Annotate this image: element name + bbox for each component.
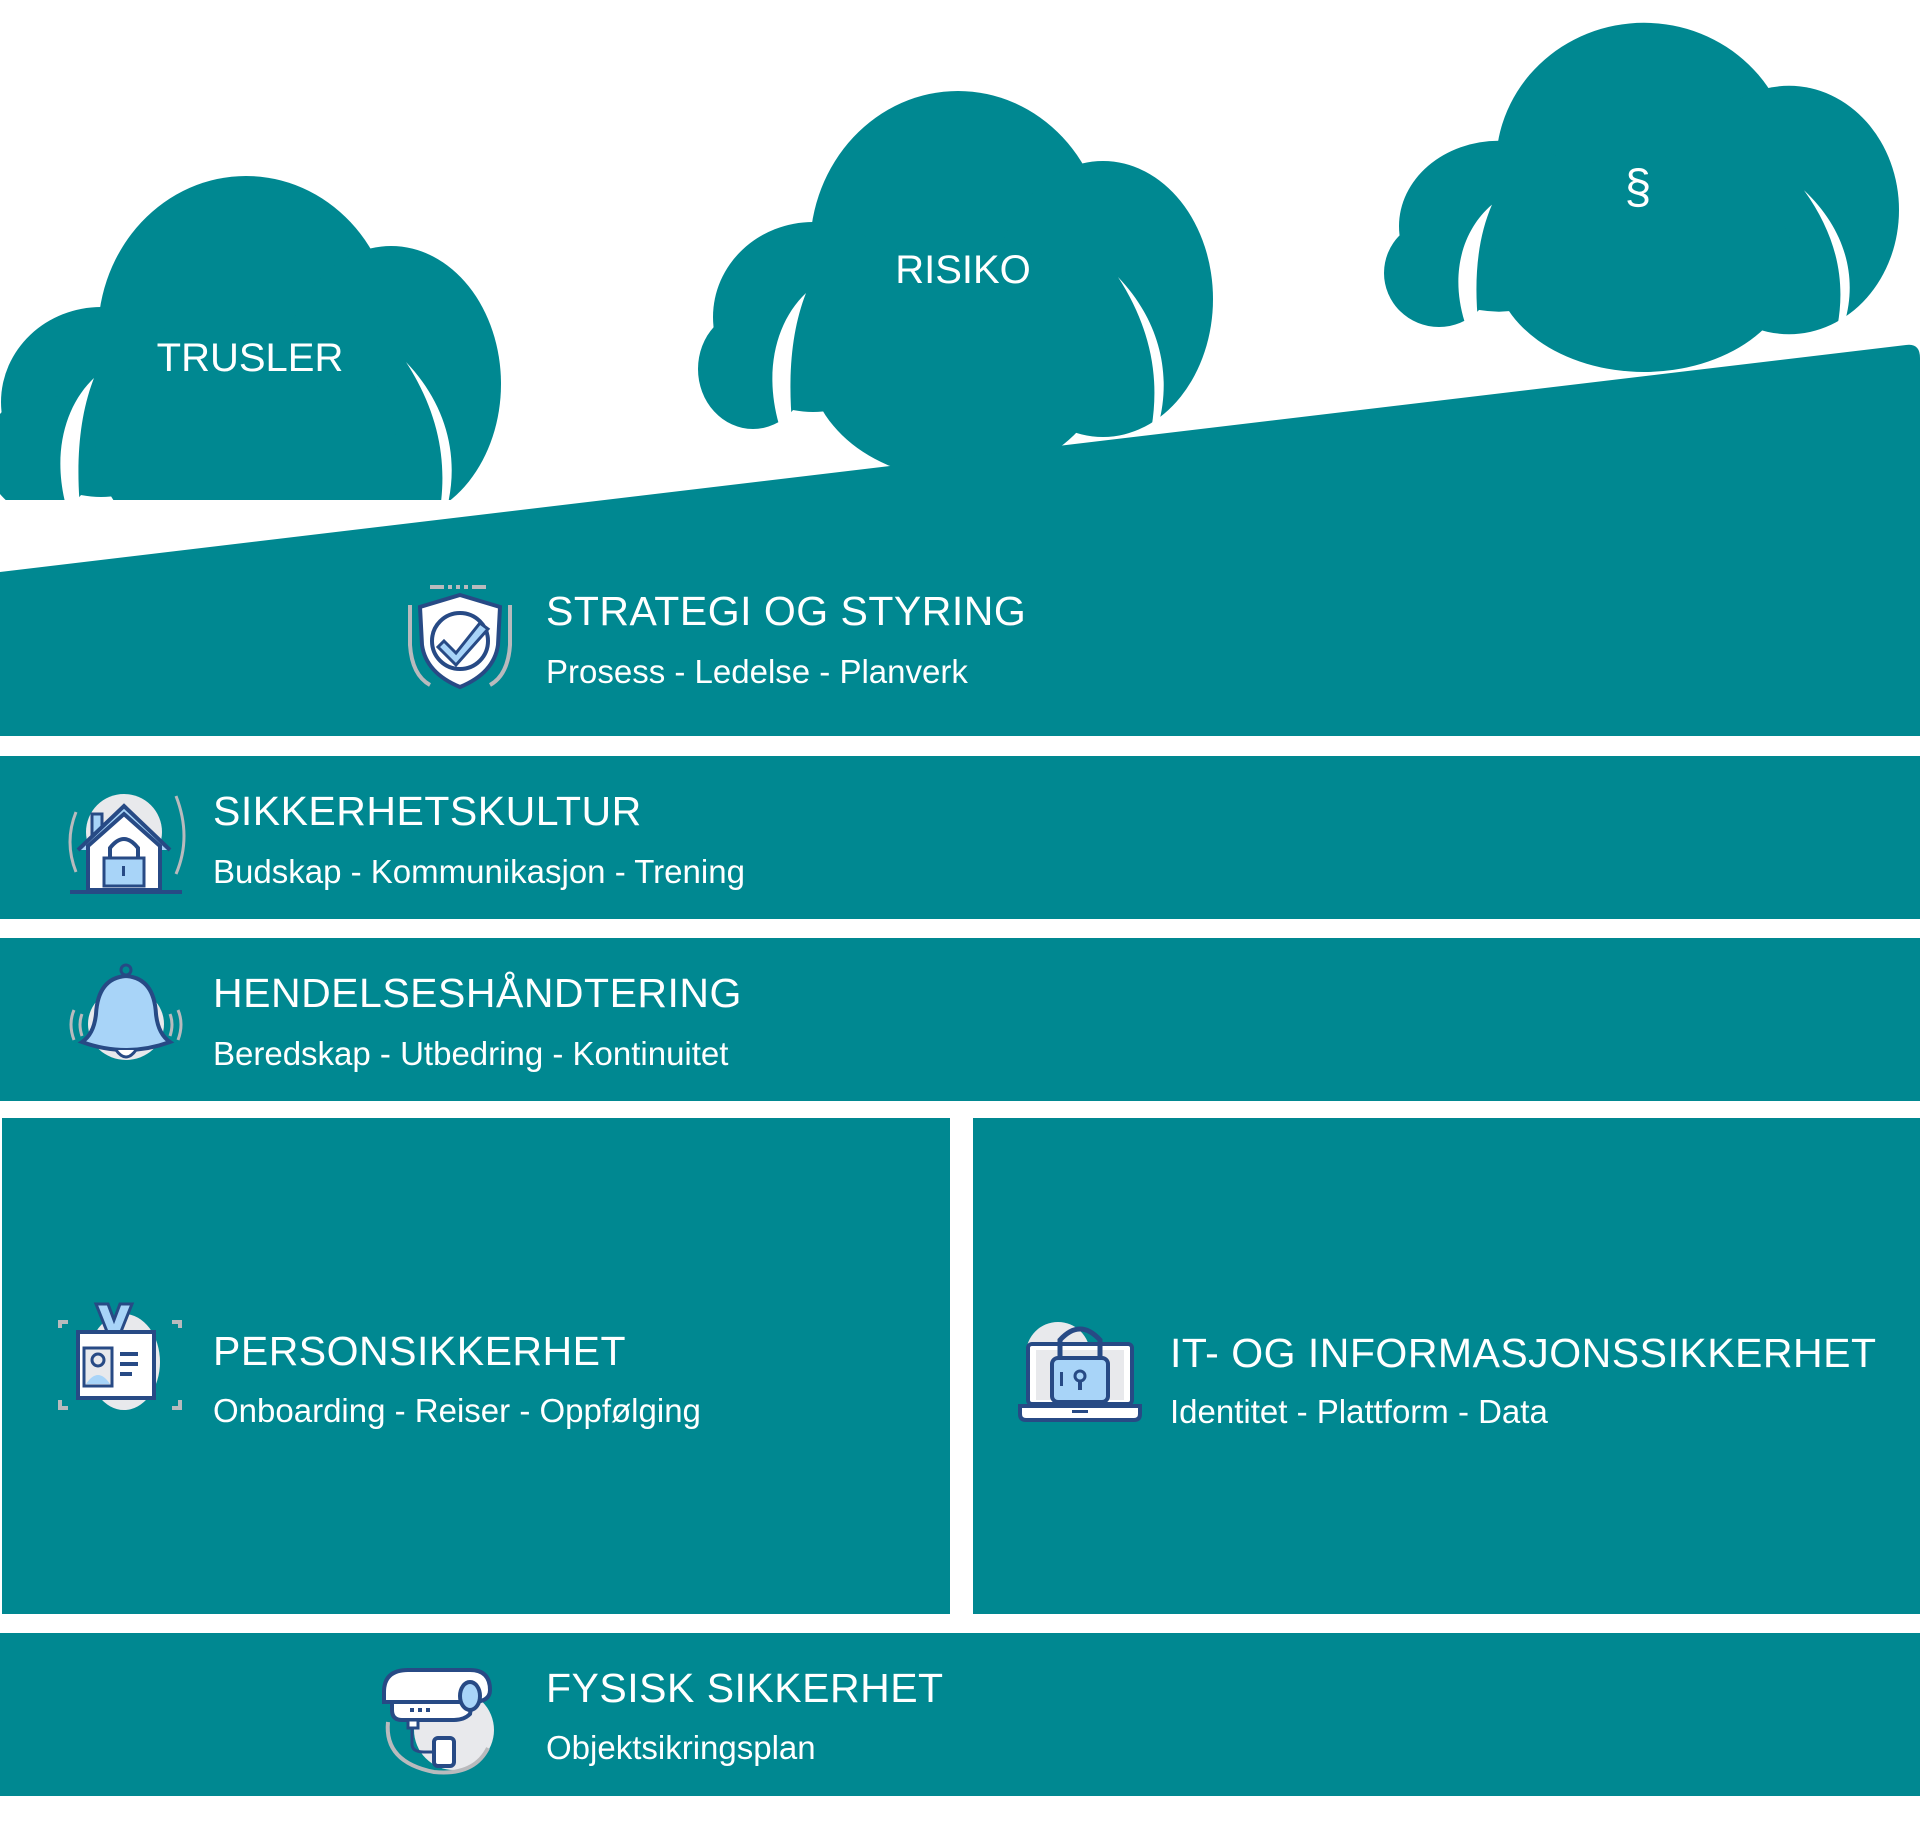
- security-camera-icon: [382, 1668, 494, 1775]
- fysisk-subtitle: Objektsikringsplan: [546, 1729, 816, 1766]
- person-subtitle: Onboarding - Reiser - Oppfølging: [213, 1392, 701, 1429]
- cloud-label-paragraph: §: [1624, 161, 1652, 214]
- it-title: IT- OG INFORMASJONSSIKKERHET: [1170, 1330, 1877, 1376]
- shield-check-icon: [408, 585, 512, 690]
- house-lock-icon: [68, 794, 186, 894]
- person-box: [2, 1118, 950, 1614]
- hendelse-band: [0, 938, 1920, 1101]
- cloud-label-risiko: RISIKO: [895, 248, 1031, 292]
- kultur-band: [0, 756, 1920, 919]
- hendelse-title: HENDELSESHÅNDTERING: [213, 970, 742, 1016]
- fysisk-title: FYSISK SIKKERHET: [546, 1665, 944, 1711]
- it-subtitle: Identitet - Plattform - Data: [1170, 1393, 1548, 1430]
- person-title: PERSONSIKKERHET: [213, 1328, 627, 1374]
- strategi-title: STRATEGI OG STYRING: [546, 588, 1027, 634]
- id-badge-icon: [58, 1302, 182, 1410]
- bell-icon: [69, 963, 183, 1060]
- kultur-subtitle: Budskap - Kommunikasjon - Trening: [213, 853, 745, 890]
- laptop-lock-icon: [1018, 1322, 1142, 1422]
- fysisk-band: [0, 1633, 1920, 1796]
- strategi-subtitle: Prosess - Ledelse - Planverk: [546, 653, 968, 690]
- hendelse-subtitle: Beredskap - Utbedring - Kontinuitet: [213, 1035, 729, 1072]
- cloud-label-trusler: TRUSLER: [156, 336, 344, 380]
- kultur-title: SIKKERHETSKULTUR: [213, 788, 642, 834]
